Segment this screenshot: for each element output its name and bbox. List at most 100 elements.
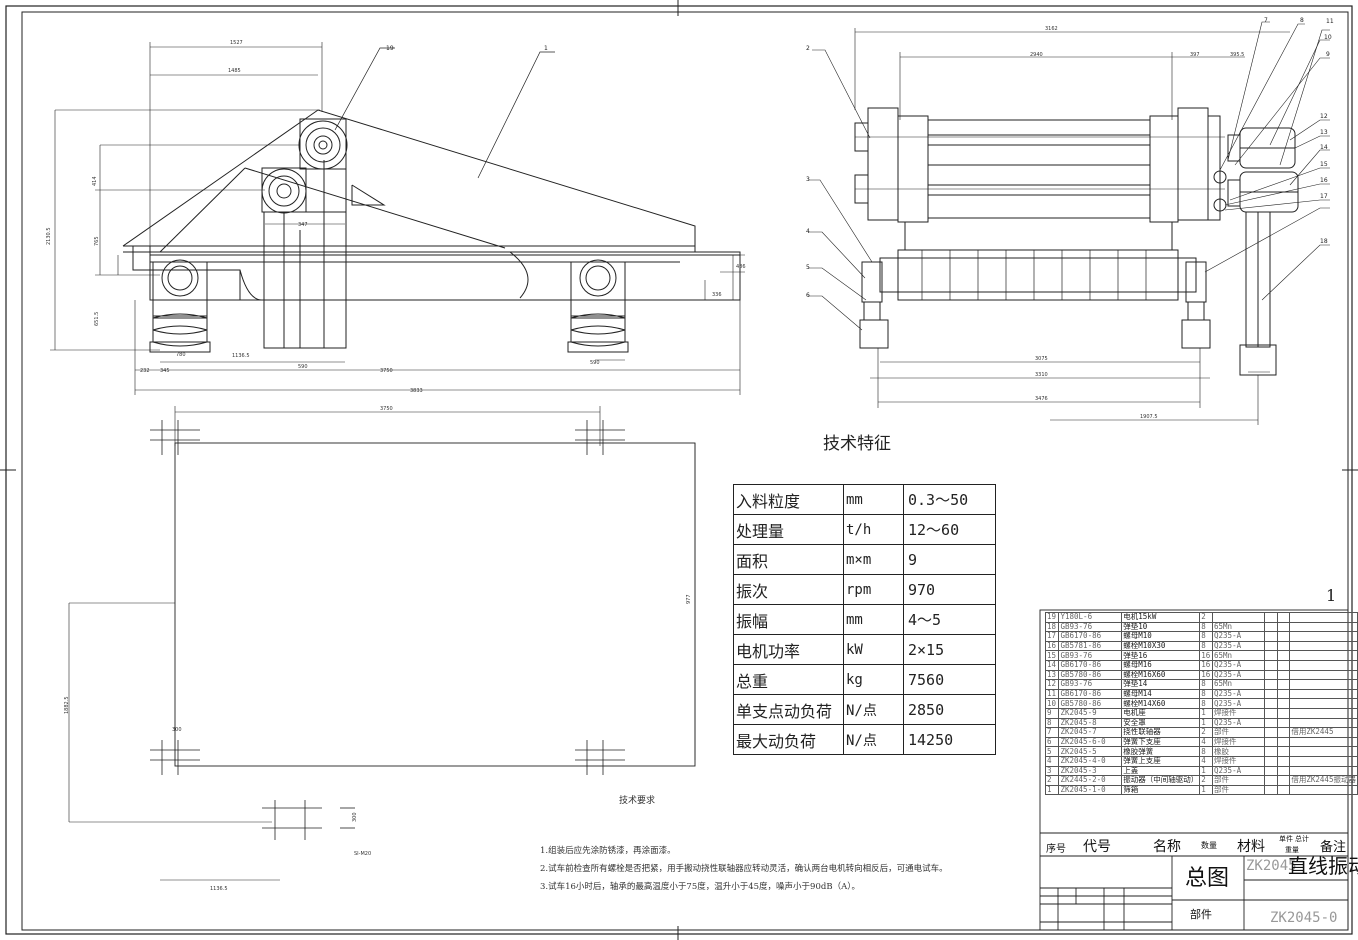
bom-mat: Q235-A	[1212, 659, 1266, 671]
bom-w2	[1276, 707, 1291, 719]
bom-w2	[1276, 688, 1291, 700]
svg-text:1527: 1527	[230, 40, 243, 46]
side-view	[808, 21, 1330, 425]
bom-name: 筛箱	[1121, 784, 1201, 796]
balloon-19: 19	[386, 45, 394, 52]
svg-text:300: 300	[352, 812, 358, 822]
bom-qty: 1	[1199, 707, 1214, 719]
bom-name: 挠性联轴器	[1121, 727, 1201, 738]
bom-no: 5	[1044, 746, 1060, 757]
bom-w2	[1276, 784, 1291, 796]
svg-text:3310: 3310	[1035, 372, 1048, 378]
drawing-number: ZK2045-0	[1270, 910, 1338, 926]
bom-no: 17	[1044, 631, 1060, 642]
spec-unit: N/点	[843, 724, 904, 755]
requirement-1: 1.组装后应先涂防锈漆，再涂面漆。	[540, 846, 676, 856]
bom-w2	[1276, 669, 1291, 681]
bom-qty: 2	[1199, 612, 1214, 623]
bom-header-qty: 数量	[1201, 841, 1217, 850]
bom-code: ZK2045-6-0	[1058, 736, 1123, 748]
bom-w1	[1264, 650, 1278, 661]
bom-w2	[1276, 698, 1291, 709]
bom-w2	[1276, 775, 1291, 786]
bom-name: 螺母M14	[1121, 688, 1201, 700]
bom-rem	[1289, 621, 1358, 633]
spec-value: 7560	[903, 664, 996, 695]
svg-text:15: 15	[1320, 161, 1328, 168]
bom-qty: 1	[1199, 765, 1214, 777]
bom-no: 16	[1044, 640, 1060, 652]
spec-unit: kg	[843, 664, 904, 695]
bom-code: ZK2045-1-0	[1058, 784, 1123, 796]
svg-text:3075: 3075	[1035, 356, 1048, 362]
spec-unit: N/点	[843, 694, 904, 725]
svg-text:11: 11	[1326, 18, 1334, 25]
svg-text:16: 16	[1320, 177, 1328, 184]
svg-text:486: 486	[736, 264, 746, 270]
svg-text:590: 590	[590, 360, 600, 366]
svg-text:3: 3	[806, 176, 810, 183]
svg-text:347: 347	[298, 222, 308, 228]
bom-code: ZK2445-2-0	[1058, 775, 1123, 786]
bom-mat: 65Mn	[1212, 679, 1266, 690]
svg-text:3833: 3833	[410, 388, 423, 394]
spec-title: 技术特征	[823, 434, 891, 454]
bom-qty: 16	[1199, 669, 1214, 681]
svg-text:SI-M20: SI-M20	[354, 851, 371, 857]
bom-mat: Q235-A	[1212, 631, 1266, 642]
svg-text:18: 18	[1320, 238, 1328, 245]
bom-w2	[1276, 679, 1291, 690]
svg-text:13: 13	[1320, 129, 1328, 136]
spec-name: 振幅	[733, 604, 844, 635]
bom-header-total-weight: 总计	[1295, 835, 1309, 843]
bom-mat: 焊接件	[1212, 736, 1266, 748]
svg-text:3162: 3162	[1045, 26, 1058, 32]
bom-rem	[1289, 631, 1358, 642]
bom-mat: Q235-A	[1212, 698, 1266, 709]
requirement-3: 3.试车16小时后，轴承的最高温度小于75度，温升小于45度，噪声小于90dB（…	[540, 882, 860, 892]
bom-name: 振动器（中间轴驱动）	[1121, 775, 1201, 786]
svg-text:6: 6	[806, 292, 810, 299]
bom-rem	[1289, 746, 1358, 757]
bom-code: GB6170-86	[1058, 688, 1123, 700]
bom-no: 11	[1044, 688, 1060, 700]
bom-header-material: 材料	[1237, 839, 1265, 855]
bom-name: 安全罩	[1121, 717, 1201, 729]
bom-header-weight: 重量	[1285, 846, 1299, 854]
bom-name: 弹簧下支座	[1121, 736, 1201, 748]
svg-text:780: 780	[176, 352, 186, 358]
bom-name: 螺栓M14X60	[1121, 698, 1201, 709]
bom-mat: 焊接件	[1212, 707, 1266, 719]
spec-name: 面积	[733, 544, 844, 575]
bom-name: 螺栓M10X30	[1121, 640, 1201, 652]
bom-rem	[1289, 707, 1358, 719]
bom-qty: 1	[1199, 784, 1214, 796]
svg-text:14: 14	[1320, 144, 1328, 151]
bom-no: 13	[1044, 669, 1060, 681]
bom-no: 2	[1044, 775, 1060, 786]
spec-unit: m×m	[843, 544, 904, 575]
spec-value: 2×15	[903, 634, 996, 665]
bom-w2	[1276, 755, 1291, 767]
spec-unit: mm	[843, 604, 904, 635]
bom-mat: 橡胶	[1212, 746, 1266, 757]
svg-text:9: 9	[1326, 51, 1330, 58]
bom-mat: 部件	[1212, 727, 1266, 738]
svg-text:651.5: 651.5	[94, 312, 100, 326]
bom-qty: 16	[1199, 650, 1214, 661]
sheet-number: 1	[1326, 586, 1336, 605]
spec-value: 2850	[903, 694, 996, 725]
requirements-title: 技术要求	[619, 794, 655, 806]
spec-value: 14250	[903, 724, 996, 755]
bom-w2	[1276, 631, 1291, 642]
